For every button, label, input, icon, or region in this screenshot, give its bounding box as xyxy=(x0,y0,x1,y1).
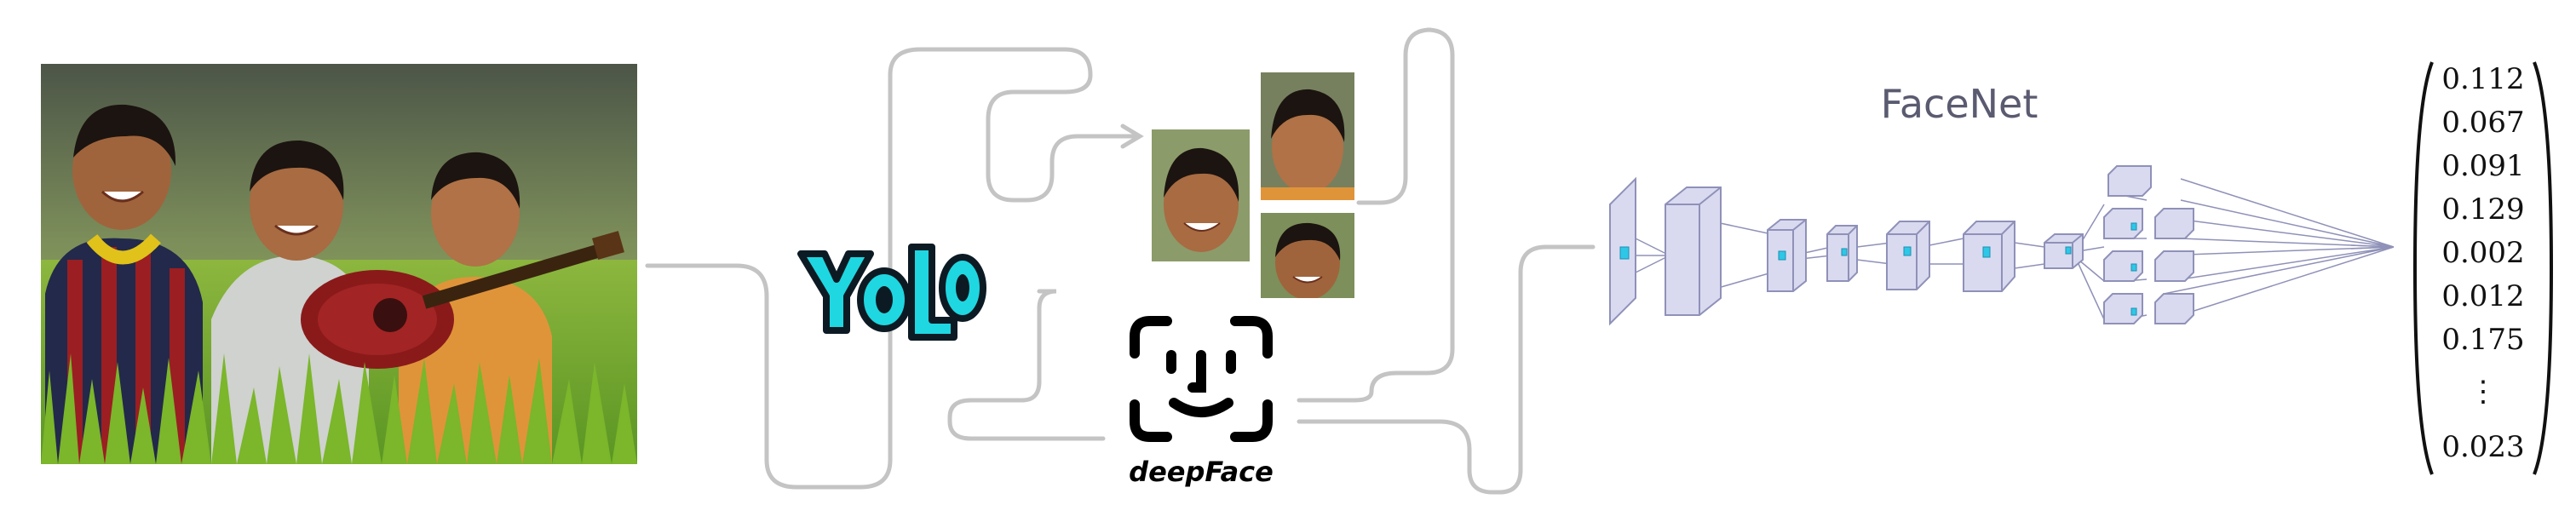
deepface-logo: deepFace xyxy=(1124,311,1278,494)
yolo-logo-icon xyxy=(797,244,986,341)
connector-arrowhead xyxy=(1120,123,1144,149)
connector-photo xyxy=(645,47,1140,490)
vector-value: 0.175 xyxy=(2441,323,2525,357)
deepface-logo-icon xyxy=(1130,316,1273,442)
connector-to-facenet xyxy=(1297,244,1596,495)
vector-value: 0.012 xyxy=(2441,279,2525,313)
face-crop-3-icon xyxy=(1261,213,1354,298)
face-crop-2 xyxy=(1261,72,1354,200)
vector-value: 0.112 xyxy=(2441,62,2525,96)
deepface-wordmark: deepFace xyxy=(1129,456,1274,488)
photo-kids-guitar-icon xyxy=(41,64,637,464)
connector-crops-top xyxy=(1297,27,1455,403)
vector-value: 0.002 xyxy=(2441,236,2525,270)
vector-value: 0.129 xyxy=(2441,192,2525,227)
facenet-title: FaceNet xyxy=(1880,81,2038,127)
face-crop-1-icon xyxy=(1152,129,1250,261)
vector-value: 0.023 xyxy=(2441,430,2525,464)
connector-deepface-left xyxy=(947,289,1106,441)
embedding-vector: 0.112 0.067 0.091 0.129 0.002 0.012 0.17… xyxy=(2411,55,2556,481)
vector-ellipsis: ⋮ xyxy=(2469,375,2498,409)
face-crop-2-icon xyxy=(1261,72,1354,200)
vector-value: 0.067 xyxy=(2441,106,2525,140)
vector-brackets-icon xyxy=(2412,61,2554,475)
vector-value: 0.091 xyxy=(2441,149,2525,183)
face-crop-3 xyxy=(1261,213,1354,298)
facenet-architecture-icon xyxy=(1609,165,2395,326)
input-photo xyxy=(41,64,637,464)
facenet-architecture xyxy=(1601,153,2411,358)
yolo-logo xyxy=(792,238,988,349)
face-crop-1 xyxy=(1152,129,1250,261)
